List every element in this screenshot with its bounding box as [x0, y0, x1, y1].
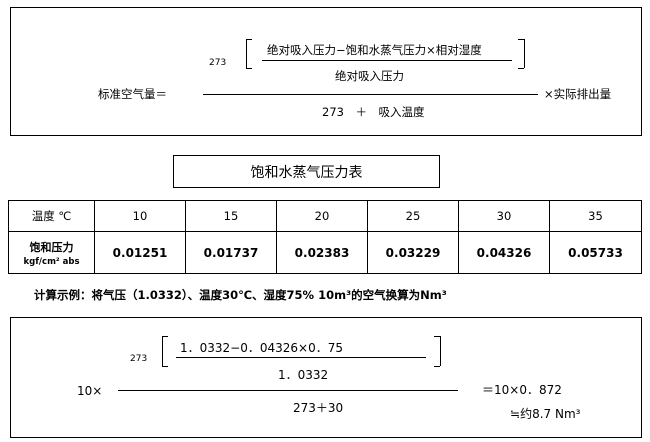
formula2-outer-denominator: 273＋30 — [293, 401, 344, 415]
formula-box-example — [10, 317, 642, 438]
formula2-inner-denominator: 1．0332 — [278, 368, 329, 382]
formula1-coefficient: 273 — [209, 58, 227, 68]
temp-cell: 10 — [94, 200, 186, 232]
formula2-right-bracket — [440, 336, 441, 366]
formula1-multiplier: ×实际排出量 — [544, 87, 612, 101]
formula2-left-bracket — [162, 336, 163, 366]
formula2-result: ＝10×0．872 — [482, 383, 562, 397]
calculation-example-text: 计算示例：将气压（1.0332）、温度30℃、湿度75% 10m³的空气换算为N… — [34, 288, 447, 302]
formula1-outer-denominator: 273 ＋ 吸入温度 — [322, 105, 425, 119]
formula1-inner-denominator: 绝对吸入压力 — [335, 69, 404, 83]
pressure-cell: 0.03229 — [367, 231, 459, 274]
formula2-prefix: 10× — [77, 384, 103, 398]
temp-cell: 20 — [276, 200, 368, 232]
table-values-row: 饱和压力 kgf/cm² abs 0.01251 0.01737 0.02383… — [8, 231, 642, 274]
pressure-cell: 0.04326 — [458, 231, 550, 274]
formula1-lhs: 标准空气量＝ — [98, 87, 167, 101]
table-title-box: 饱和水蒸气压力表 — [173, 155, 440, 188]
formula1-main-fraction-line — [203, 94, 538, 95]
temp-cell: 35 — [549, 200, 642, 232]
saturated-vapor-pressure-table: 温度 ℃ 10 15 20 25 30 35 饱和压力 kgf/cm² abs … — [8, 200, 642, 274]
formula2-approx-result: ≒约8.7 Nm³ — [510, 407, 581, 421]
temperature-header: 温度 ℃ — [8, 200, 95, 232]
formula1-inner-fraction-line — [262, 60, 512, 61]
formula-box-standard-air — [10, 7, 642, 136]
temp-cell: 15 — [185, 200, 277, 232]
formula2-inner-fraction-line — [176, 357, 426, 358]
table-header-row: 温度 ℃ 10 15 20 25 30 35 — [8, 200, 642, 232]
table-title: 饱和水蒸气压力表 — [250, 164, 363, 181]
formula1-left-bracket — [246, 39, 247, 68]
temp-cell: 30 — [458, 200, 550, 232]
pressure-row-label: 饱和压力 kgf/cm² abs — [8, 231, 95, 274]
pressure-cell: 0.05733 — [549, 231, 642, 274]
formula1-inner-numerator: 绝对吸入压力−饱和水蒸气压力×相对湿度 — [267, 43, 482, 57]
pressure-cell: 0.01737 — [185, 231, 277, 274]
formula2-main-fraction-line — [118, 390, 458, 391]
pressure-cell: 0.02383 — [276, 231, 368, 274]
pressure-unit: kgf/cm² abs — [23, 256, 80, 267]
temp-cell: 25 — [367, 200, 459, 232]
pressure-label: 饱和压力 — [29, 240, 74, 254]
formula2-coefficient: 273 — [130, 354, 148, 364]
formula1-right-bracket — [524, 39, 525, 68]
pressure-cell: 0.01251 — [94, 231, 186, 274]
formula2-inner-numerator: 1．0332−0．04326×0．75 — [180, 341, 343, 355]
